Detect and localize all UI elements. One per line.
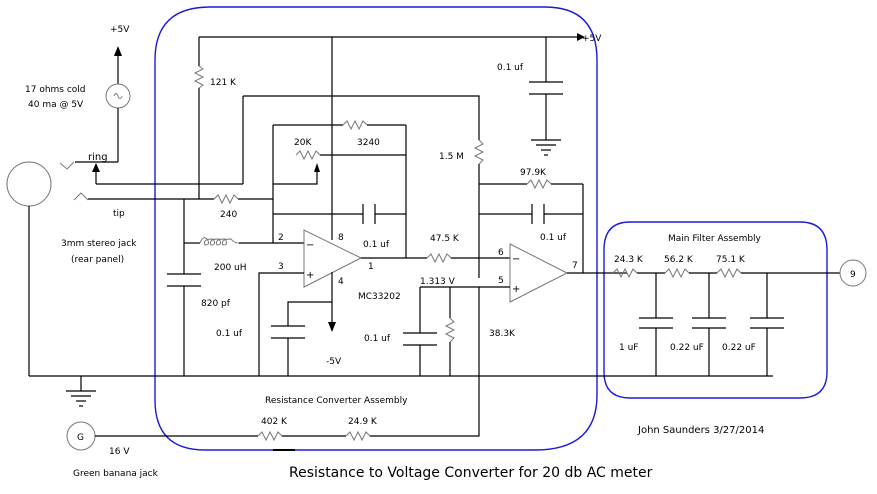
l200uh-label: 200 uH [214,263,247,273]
opamp2-minus-label: − [512,254,520,265]
opamp1-plus-label: + [306,270,314,281]
lamp-icon [75,46,131,163]
opamp-1-icon [258,229,427,376]
resistor-1.5m [242,95,485,278]
main-filter [612,267,840,376]
c01-fb1-label: 0.1 uf [363,240,390,250]
pin3-label: 3 [278,262,284,272]
opamp1-minus-label: − [306,240,314,251]
pin4-label: 4 [338,277,344,287]
banana-voltage-label: 16 V [109,447,130,457]
jack-tip-label: tip [113,209,125,219]
r240-label: 240 [220,210,237,220]
banana-symbol-label: G [77,433,84,443]
resistor-121k [193,37,205,199]
opamp1-feedback [272,119,407,258]
jack-label-line2: (rear panel) [71,255,124,265]
opamp2-plus-label: + [512,284,520,295]
ring-wire [92,163,243,185]
converter-assembly-label: Resistance Converter Assembly [265,396,408,406]
c01-bias-label: 0.1 uf [364,334,391,344]
minus5v-label: -5V [326,357,342,367]
v1313-label: 1.313 V [420,277,456,287]
plus5-rail [199,33,585,41]
pin1-label: 1 [368,262,374,272]
lamp-label-line1: 17 ohms cold [25,85,86,95]
filter-assembly-label: Main Filter Assembly [668,234,762,244]
ground-icon [66,376,96,407]
pin7-label: 7 [572,261,578,271]
r121k-label: 121 K [210,78,237,88]
filter-assembly-boundary [603,221,828,399]
c01-fb2-label: 0.1 uf [540,233,567,243]
plus5v-left-label: +5V [110,25,130,35]
r979k-label: 97.9K [520,168,547,178]
jack-ring-label: ring [88,152,108,163]
jack-label-line1: 3mm stereo jack [61,239,137,249]
c01-top-label: 0.1 uf [497,63,524,73]
stereo-jack-icon [6,161,89,376]
c022a-label: 0.22 uF [670,343,704,353]
r475k-label: 47.5 K [430,234,460,244]
bias-network [403,287,480,430]
output-terminal-label: 9 [850,270,856,280]
c01-left-label: 0.1 uf [216,329,243,339]
capacitor-neg-supply [271,301,332,376]
pin2-label: 2 [278,233,284,243]
c1uf-label: 1 uF [619,343,638,353]
banana-jack-icon [66,421,480,451]
banana-jack-label: Green banana jack [73,469,159,479]
plus5v-right-label: +5V [582,34,602,44]
r243k-label: 24.3 K [614,255,644,265]
output-terminal-icon [839,259,867,287]
ground-icon [531,139,561,156]
tip-wire [88,193,273,205]
pin8-label: 8 [338,233,344,243]
r383k-label: 38.3K [489,329,516,339]
pot20k-label: 20K [294,138,312,148]
c022b-label: 0.22 uF [722,343,756,353]
converter-assembly-boundary [154,6,598,451]
pin5-label: 5 [498,276,504,286]
r249k-label: 24.9 K [348,417,378,427]
r402k-label: 402 K [261,417,288,427]
pin6-label: 6 [498,248,504,258]
opamp-label: MC33202 [358,292,401,302]
r3240-label: 3240 [357,138,380,148]
lamp-label-line2: 40 ma @ 5V [28,100,84,110]
diagram-title: Resistance to Voltage Converter for 20 d… [289,465,653,481]
r15m-label: 1.5 M [439,152,464,162]
capacitor-top-decoupling [529,37,563,140]
r562k-label: 56.2 K [664,255,694,265]
input-filter [167,199,304,376]
opamp2-feedback [479,178,584,273]
resistor-47.5k [426,252,510,264]
opamp-2-icon [420,243,627,303]
r751k-label: 75.1 K [716,255,746,265]
author-label: John Saunders 3/27/2014 [637,425,764,436]
c820pf-label: 820 pf [201,299,231,309]
